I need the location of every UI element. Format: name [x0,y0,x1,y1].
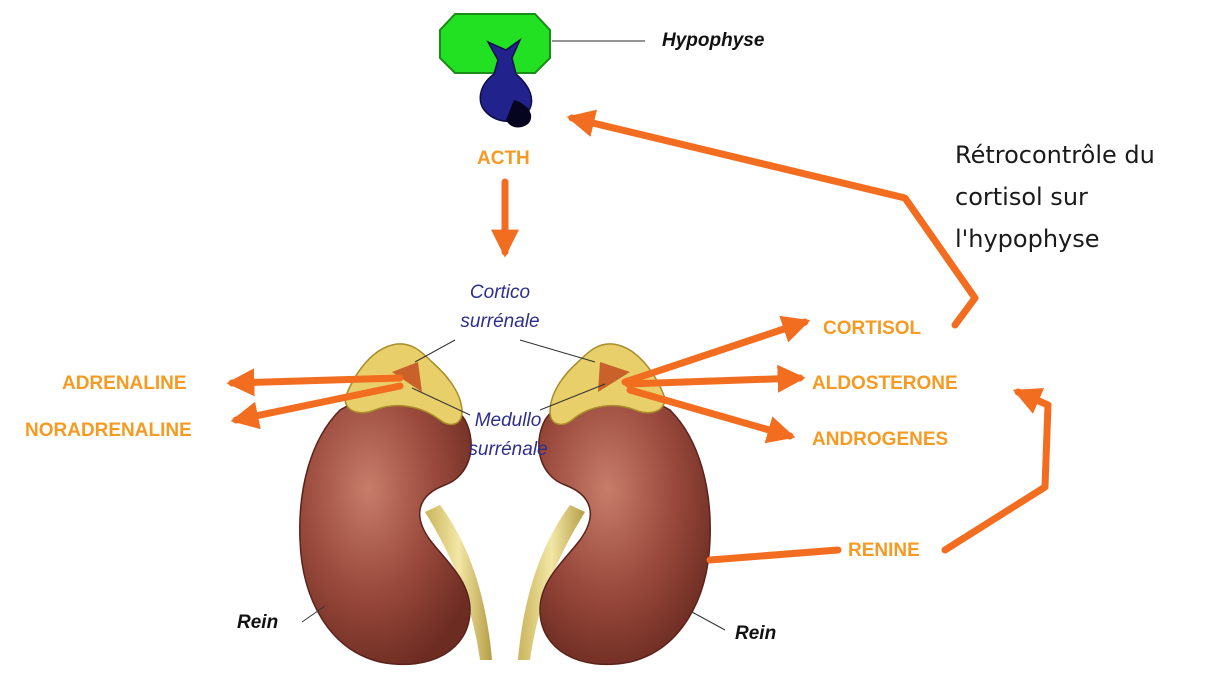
cortico-leader-right [520,340,595,362]
hypophyse-label: Hypophyse [662,30,764,52]
retrocontrole-note: Rétrocontrôle du cortisol sur l'hypophys… [955,134,1155,260]
renine-to-aldosterone-arrow [945,392,1048,550]
note-line-3: l'hypophyse [955,218,1155,260]
renine-arrow-segment [710,550,838,560]
androgenes-label: ANDROGENES [812,429,948,451]
cortico-line-2: surrénale [440,307,560,336]
adrenaline-arrow [232,378,400,383]
note-line-1: Rétrocontrôle du [955,134,1155,176]
cortisol-label: CORTISOL [823,318,921,340]
cortisol-arrow [625,322,805,382]
renine-label: RENINE [848,540,920,562]
cortico-leader-left [415,340,455,362]
adrenaline-label: ADRENALINE [62,373,187,395]
rein-left-label: Rein [237,612,278,634]
noradrenaline-label: NORADRENALINE [25,420,192,442]
retrocontrole-arrow [572,118,975,325]
right-kidney-group [518,344,710,665]
medullo-line-2: surrénale [448,435,568,464]
medullo-surrenale-label: Medullo surrénale [448,406,568,464]
pituitary-hypothalamus-box [440,14,550,73]
acth-label: ACTH [477,148,530,170]
left-kidney-group [300,344,492,665]
aldosterone-label: ALDOSTERONE [812,373,958,395]
pituitary [440,14,645,127]
rein-right-leader [692,612,725,630]
cortico-line-1: Cortico [440,278,560,307]
medullo-line-1: Medullo [448,406,568,435]
note-line-2: cortisol sur [955,176,1155,218]
cortico-surrenale-label: Cortico surrénale [440,278,560,336]
rein-right-label: Rein [735,623,776,645]
